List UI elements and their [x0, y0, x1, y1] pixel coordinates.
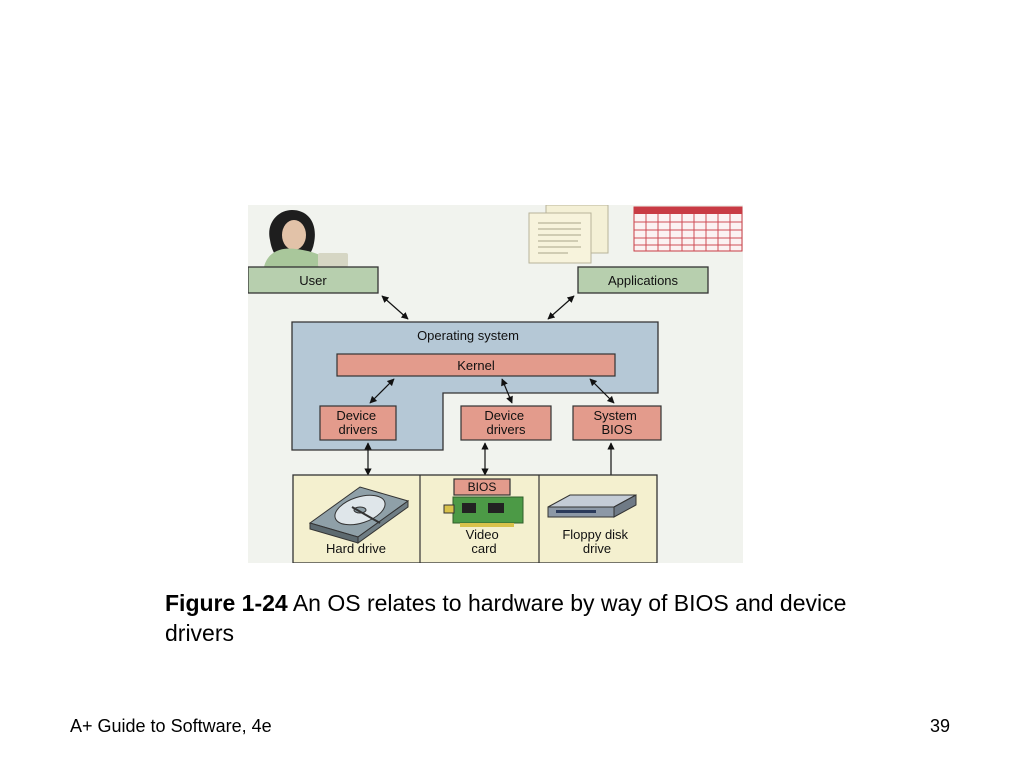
arrow-kernel-bios [589, 378, 615, 404]
system-bios-line1: System [594, 408, 637, 423]
kernel-label: Kernel [457, 358, 495, 373]
document-icon [528, 205, 609, 264]
operating-system-label: Operating system [417, 328, 519, 343]
svg-text:Video card: Video card [466, 527, 503, 556]
figure-caption: Figure 1-24 An OS relates to hardware by… [165, 588, 865, 648]
device-drivers-1-line2: drivers [338, 422, 378, 437]
bios-chip-label: BIOS [468, 480, 497, 494]
applications-box [577, 266, 709, 294]
svg-text:Device drivers: Device drivers [336, 408, 379, 437]
arrow-apps-os [547, 295, 575, 320]
bios-chip-box [453, 478, 511, 496]
system-bios-line2: BIOS [601, 422, 632, 437]
arrow-kernel-driver2 [501, 378, 513, 404]
caption-text: An OS relates to hardware by way of BIOS… [165, 590, 847, 646]
page-number: 39 [930, 716, 951, 736]
figure-number: Figure 1-24 [165, 590, 288, 616]
hard-drive-label: Hard drive [326, 541, 386, 556]
floppy-line1: Floppy disk [562, 527, 628, 542]
device-drivers-1-line1: Device [336, 408, 376, 423]
floppy-line2: drive [583, 541, 611, 556]
svg-text:Device drivers: Device drivers [484, 408, 527, 437]
os-hardware-diagram: User Applications Operating system Kerne… [248, 205, 743, 563]
arrow-kernel-driver1 [369, 378, 395, 404]
kernel-box [336, 353, 616, 377]
spreadsheet-icon [633, 206, 743, 252]
applications-label: Applications [608, 273, 679, 288]
hard-drive-icon [308, 486, 410, 544]
svg-text:System BIOS: System BIOS [594, 408, 641, 437]
user-illustration-icon [264, 210, 348, 267]
svg-text:Floppy disk drive: Floppy disk drive [562, 527, 631, 556]
floppy-drive-icon [547, 494, 637, 518]
user-box [248, 266, 379, 294]
video-card-line1: Video [466, 527, 499, 542]
user-label: User [299, 273, 327, 288]
arrow-user-os [381, 295, 409, 320]
video-card-icon [443, 496, 524, 527]
device-drivers-box-2 [460, 405, 552, 441]
footer-title: A+ Guide to Software, 4e [70, 716, 272, 736]
device-drivers-2-line2: drivers [486, 422, 526, 437]
device-drivers-box-1 [319, 405, 397, 441]
video-card-line2: card [471, 541, 496, 556]
system-bios-box [572, 405, 662, 441]
device-drivers-2-line1: Device [484, 408, 524, 423]
